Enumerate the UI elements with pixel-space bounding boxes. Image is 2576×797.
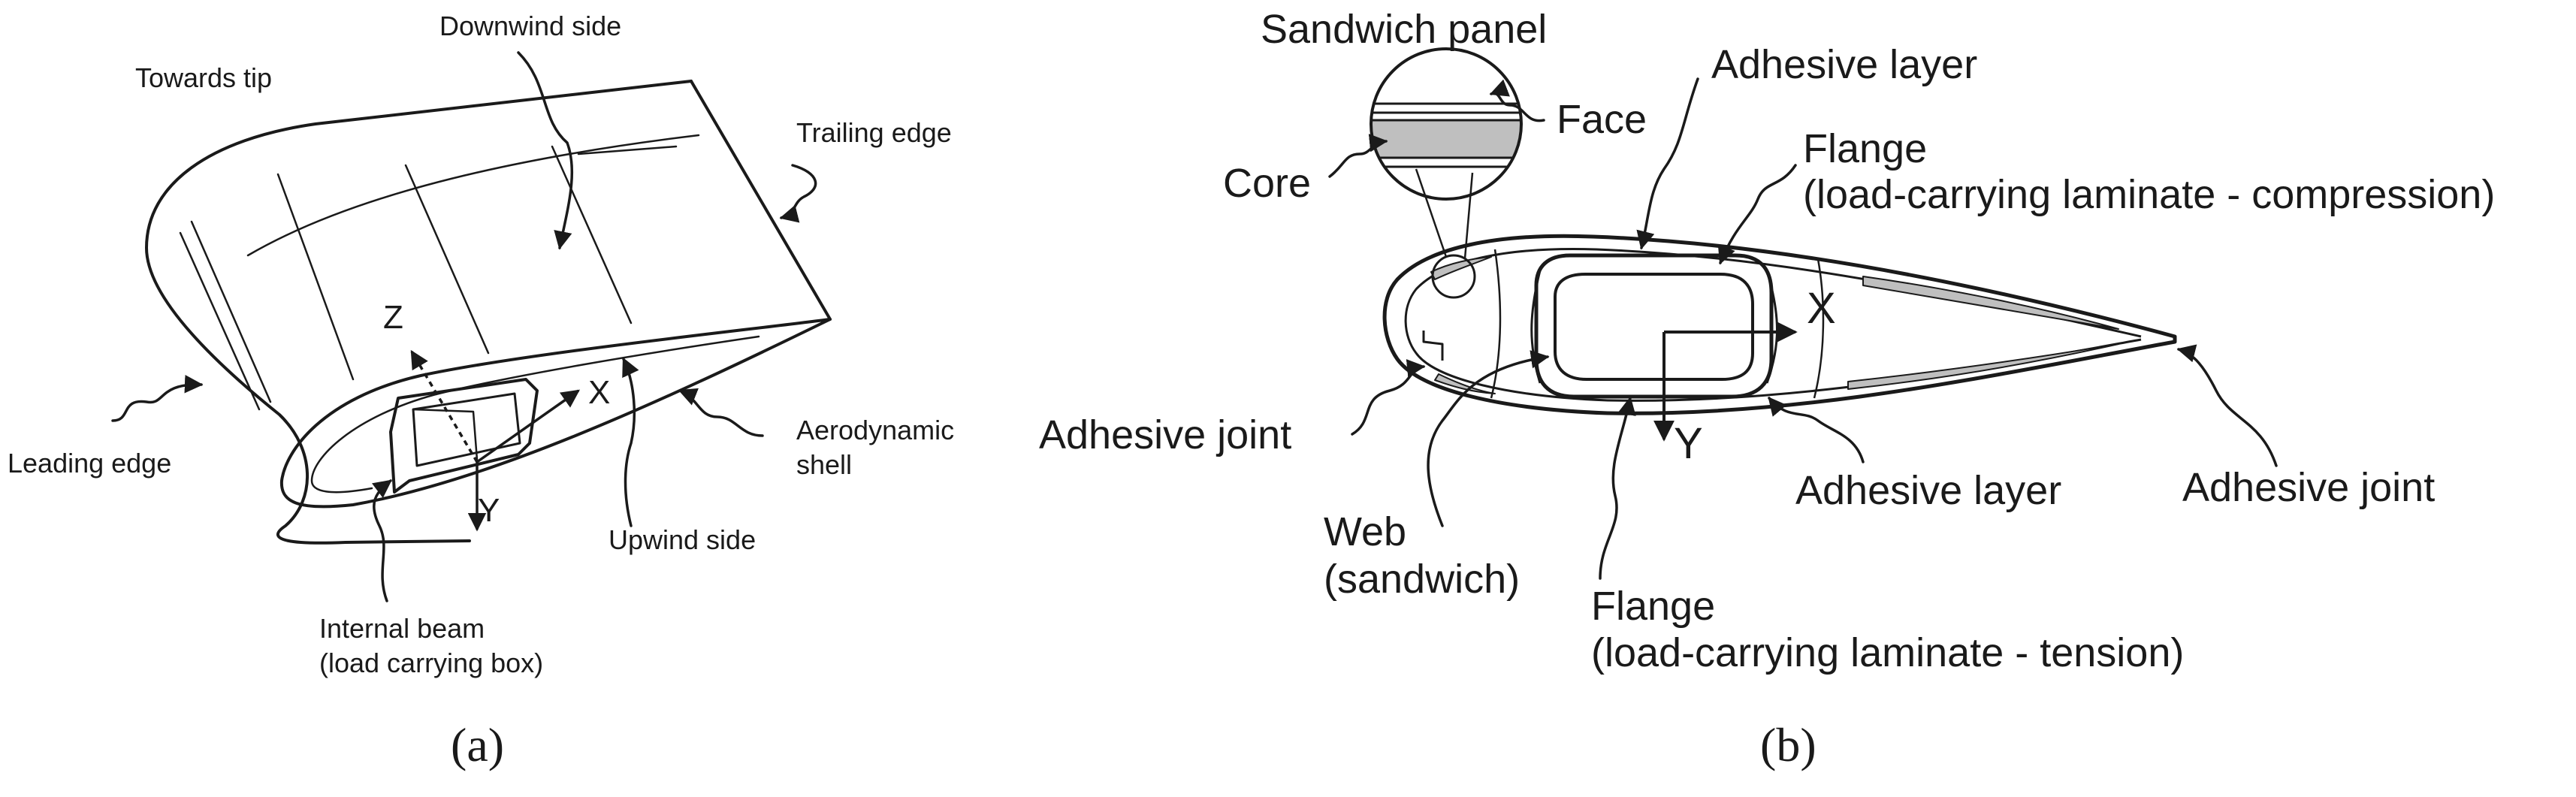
- surface-line-4: [551, 145, 633, 325]
- surface-line-1: [246, 134, 700, 257]
- laminate-strip-front-lower: [1434, 373, 1496, 394]
- sandwich-zoom: [1370, 47, 1523, 201]
- leading-edge-line-1: [179, 231, 261, 411]
- le-adhesive-joint: [1422, 331, 1444, 361]
- leader-downwind: [517, 51, 574, 250]
- panel-a-blade: [145, 80, 832, 545]
- airfoil-inner: [1404, 248, 2142, 402]
- rear-web-line: [1813, 258, 1825, 399]
- leading-edge-line-2: [190, 220, 272, 403]
- sandwich-face-bottom: [1371, 156, 1521, 168]
- front-web-line: [1490, 249, 1502, 399]
- label-core: Core: [1223, 161, 1312, 206]
- label-internal-beam-1: Internal beam: [319, 613, 485, 644]
- leader-core: [1328, 134, 1388, 178]
- sandwich-core: [1371, 119, 1521, 159]
- leader-face: [1489, 79, 1545, 122]
- leader-flange-tension: [1599, 396, 1636, 580]
- internal-beam-depth: [412, 408, 479, 461]
- label-axis-y: Y: [478, 492, 500, 529]
- label-flange-compression-1: Flange: [1803, 126, 1928, 171]
- label-adhesive-layer-bottom: Adhesive layer: [1795, 468, 2062, 513]
- panel-a-leaders: [111, 51, 817, 602]
- detail-spot: [1431, 254, 1476, 299]
- leader-leading-edge: [111, 375, 204, 422]
- label-downwind-side: Downwind side: [439, 11, 622, 41]
- label-axis-x-b: X: [1807, 284, 1836, 333]
- label-flange-tension-2: (load-carrying laminate - tension): [1591, 630, 2185, 675]
- label-adhesive-joint-left: Adhesive joint: [1039, 412, 1292, 457]
- label-web-2: (sandwich): [1324, 557, 1521, 602]
- label-axis-x: X: [588, 374, 611, 411]
- label-flange-tension-1: Flange: [1591, 584, 1716, 629]
- label-flange-compression-2: (load-carrying laminate - compression): [1803, 172, 2496, 217]
- label-leading-edge: Leading edge: [8, 448, 172, 479]
- internal-beam-outer: [389, 378, 539, 494]
- label-axis-y-b: Y: [1674, 419, 1703, 468]
- axis-z-arrow: [410, 349, 479, 463]
- leader-trailing-edge: [779, 164, 817, 223]
- leader-web: [1427, 350, 1550, 527]
- label-trailing-edge: Trailing edge: [796, 117, 952, 148]
- label-sandwich-panel: Sandwich panel: [1261, 7, 1548, 52]
- web-left: [1530, 270, 1542, 384]
- detail-line-2: [1463, 172, 1474, 259]
- blade-outer-shell: [145, 80, 693, 545]
- surface-line-2: [276, 173, 355, 381]
- leader-flange-compression: [1717, 164, 1797, 265]
- panel-b-leaders: [1328, 77, 2278, 580]
- box-beam-inner: [1554, 273, 1754, 381]
- trailing-edge-line: [690, 80, 832, 321]
- label-upwind-side: Upwind side: [609, 524, 756, 555]
- axis-x-arrow: [476, 389, 581, 463]
- label-adhesive-layer-top: Adhesive layer: [1711, 42, 1978, 87]
- internal-beam-inner: [412, 392, 521, 467]
- airfoil-inner-section: [310, 335, 760, 494]
- label-towards-tip: Towards tip: [135, 62, 273, 93]
- laminate-strip-upper: [1862, 276, 2119, 330]
- panel-a-axes: [410, 349, 581, 532]
- airfoil-outer: [1382, 234, 2177, 415]
- leader-adhesive-top: [1636, 77, 1699, 250]
- label-aero-shell-1: Aerodynamic: [796, 415, 955, 445]
- sandwich-circle: [1370, 47, 1523, 201]
- panel-b-axes: [1653, 322, 1798, 442]
- leader-internal-beam: [372, 479, 392, 602]
- label-face: Face: [1557, 97, 1647, 142]
- caption-a: (a): [451, 718, 505, 771]
- label-aero-shell-2: shell: [796, 449, 853, 480]
- airfoil-section: [279, 318, 832, 509]
- label-internal-beam-2: (load carrying box): [319, 648, 544, 678]
- sandwich-face-top: [1371, 102, 1521, 114]
- label-axis-z: Z: [383, 299, 403, 336]
- panel-b-section: [1382, 168, 2177, 415]
- leader-adhesive-joint-right: [2176, 344, 2278, 467]
- surface-line-5: [577, 145, 678, 155]
- laminate-strip-lower: [1847, 343, 2119, 390]
- surface-line-3: [404, 164, 490, 355]
- leader-aero-shell: [678, 388, 764, 437]
- label-web-1: Web: [1324, 509, 1407, 554]
- leader-adhesive-joint-left: [1351, 359, 1426, 436]
- laminate-strip-front-upper: [1430, 256, 1492, 280]
- leader-adhesive-bottom: [1768, 397, 1865, 463]
- label-adhesive-joint-right: Adhesive joint: [2182, 465, 2436, 510]
- detail-line-1: [1415, 168, 1448, 258]
- caption-b: (b): [1760, 718, 1816, 771]
- leader-upwind: [622, 357, 639, 527]
